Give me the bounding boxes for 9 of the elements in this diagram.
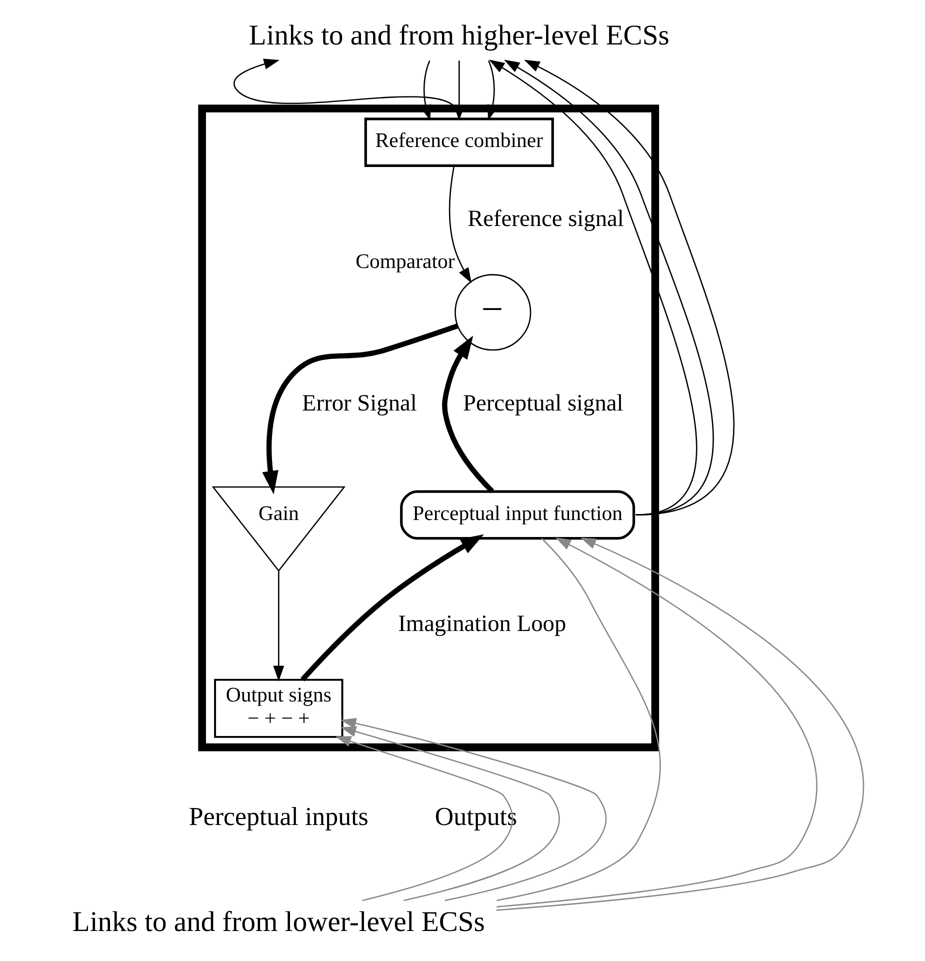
edge-label: Reference signal bbox=[468, 206, 624, 232]
edge-label: Perceptual signal bbox=[463, 390, 624, 416]
node-label: Comparator bbox=[356, 250, 455, 273]
label: Outputs bbox=[434, 802, 518, 832]
node-text: Links to and from higher-level ECSs bbox=[248, 20, 670, 52]
label: Perceptual inputs bbox=[188, 802, 368, 832]
edge-label: Imagination Loop bbox=[398, 610, 566, 637]
node-text: Links to and from lower-level ECSs bbox=[72, 907, 485, 938]
edge-label: Error Signal bbox=[302, 390, 417, 416]
